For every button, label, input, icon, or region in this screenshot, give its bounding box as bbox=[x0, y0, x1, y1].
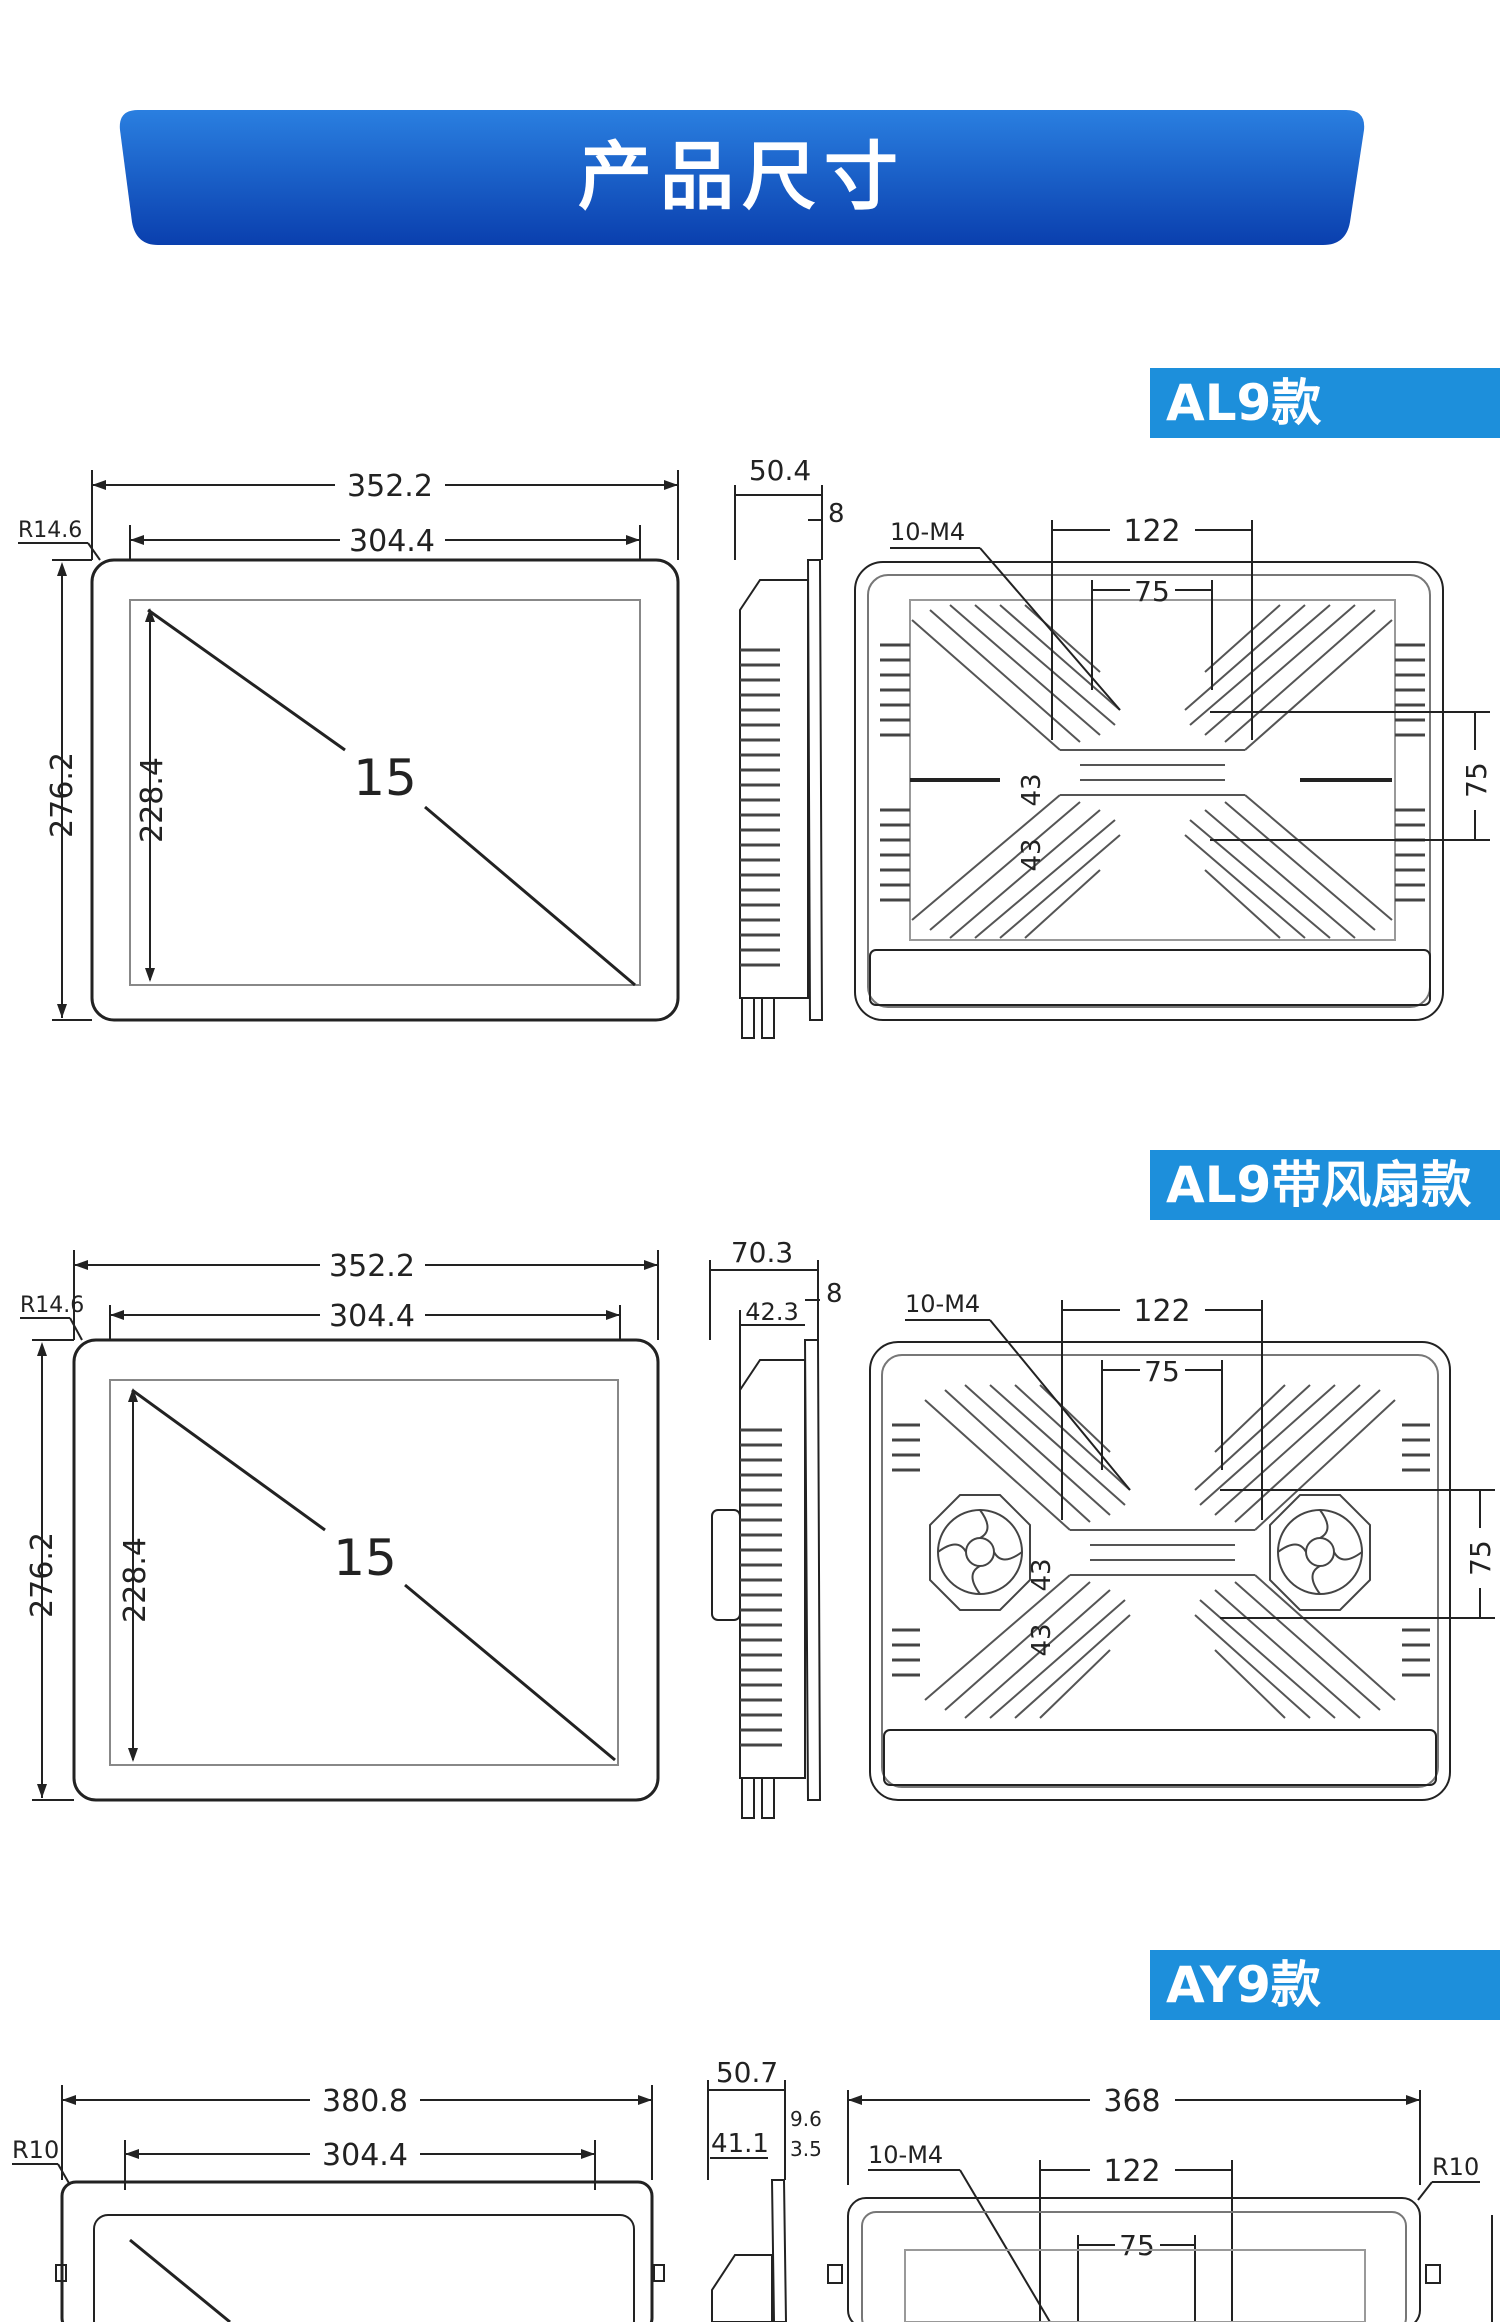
back-view: 10-M4 122 75 43 43 75 bbox=[869, 1290, 1497, 1801]
front-width-label: 352.2 bbox=[329, 1249, 415, 1284]
drawing-al9-fan: 352.2 304.4 R14.6 276.2 228.4 15 70.3 42… bbox=[0, 1230, 1500, 1830]
side-view: 50.7 41.1 9.6 3.5 bbox=[707, 2056, 822, 2322]
front-view: 352.2 304.4 R14.6 276.2 228.4 15 bbox=[20, 1249, 660, 1802]
back-h-inner-label: 75 bbox=[1119, 2229, 1155, 2262]
front-height-label: 276.2 bbox=[45, 752, 80, 838]
back-v-a-label: 43 bbox=[1017, 773, 1047, 806]
back-holes-label: 10-M4 bbox=[905, 1290, 980, 1318]
model-tag-ay9: AY9款 bbox=[1150, 1950, 1500, 2020]
front-radius-label: R14.6 bbox=[18, 518, 82, 543]
side-bezel-label: 8 bbox=[826, 1279, 843, 1309]
back-h-inner-label: 75 bbox=[1134, 575, 1170, 608]
back-radius-label: R10 bbox=[1432, 2153, 1479, 2181]
front-inner-width-label: 304.4 bbox=[349, 524, 435, 559]
screen-diagonal-label: 15 bbox=[333, 1529, 397, 1587]
back-view: 368 10-M4 122 75 R10 bbox=[827, 2084, 1493, 2322]
back-view: 10-M4 122 75 43 43 75 bbox=[854, 514, 1493, 1021]
back-h-spacing-label: 122 bbox=[1103, 2154, 1160, 2189]
side-inner-depth-label: 42.3 bbox=[745, 1298, 798, 1326]
side-bezel-label: 8 bbox=[828, 499, 845, 529]
back-h-spacing-label: 122 bbox=[1123, 514, 1180, 549]
section-title-banner: 产品尺寸 bbox=[118, 110, 1366, 245]
back-heatsink-fins bbox=[924, 1384, 1396, 1719]
front-radius-label: R10 bbox=[12, 2136, 59, 2164]
side-top-label: 9.6 bbox=[790, 2107, 822, 2131]
side-fins bbox=[740, 1428, 782, 1747]
page-title: 产品尺寸 bbox=[578, 134, 906, 220]
drawing-al9: 352.2 304.4 R14.6 276.2 228.4 15 50.4 8 bbox=[0, 450, 1500, 1050]
back-holes-label: 10-M4 bbox=[868, 2141, 943, 2169]
back-h-spacing-label: 122 bbox=[1133, 1294, 1190, 1329]
side-view: 50.4 8 bbox=[734, 454, 845, 1039]
back-v-right-label: 75 bbox=[1460, 762, 1493, 798]
front-radius-label: R14.6 bbox=[20, 1293, 84, 1318]
back-width-label: 368 bbox=[1103, 2084, 1160, 2119]
fan-left-icon bbox=[929, 1494, 1031, 1611]
front-inner-width-label: 304.4 bbox=[322, 2138, 408, 2173]
model-tag-al9: AL9款 bbox=[1150, 368, 1500, 438]
back-side-fins bbox=[892, 1423, 1430, 1677]
back-v-b-label: 43 bbox=[1017, 838, 1047, 871]
side-fins bbox=[740, 648, 780, 967]
side-view: 70.3 42.3 8 bbox=[709, 1236, 843, 1819]
side-depth-label: 50.7 bbox=[716, 2056, 778, 2089]
front-width-label: 352.2 bbox=[347, 469, 433, 504]
banner-shape bbox=[119, 110, 1365, 245]
back-side-fins bbox=[880, 643, 1425, 902]
back-heatsink-fins bbox=[911, 604, 1393, 939]
side-depth-label: 50.4 bbox=[749, 454, 811, 487]
side-bezel-label: 3.5 bbox=[790, 2137, 822, 2161]
side-depth-label: 70.3 bbox=[731, 1236, 793, 1269]
screen-diagonal-label: 15 bbox=[353, 749, 417, 807]
front-inner-height-label: 228.4 bbox=[118, 1537, 153, 1623]
back-v-right-label: 75 bbox=[1464, 1540, 1497, 1576]
back-v-b-label: 43 bbox=[1027, 1623, 1057, 1656]
front-view: 352.2 304.4 R14.6 276.2 228.4 15 bbox=[18, 469, 680, 1022]
back-v-a-label: 43 bbox=[1027, 1558, 1057, 1591]
front-inner-width-label: 304.4 bbox=[329, 1299, 415, 1334]
front-height-label: 276.2 bbox=[25, 1532, 60, 1618]
front-inner-height-label: 228.4 bbox=[135, 757, 170, 843]
fan-right-icon bbox=[1269, 1494, 1371, 1611]
side-inner-depth-label: 41.1 bbox=[711, 2129, 769, 2159]
front-width-label: 380.8 bbox=[322, 2084, 408, 2119]
back-h-inner-label: 75 bbox=[1144, 1355, 1180, 1388]
back-holes-label: 10-M4 bbox=[890, 518, 965, 546]
drawing-ay9: 380.8 304.4 R10 50.7 41.1 9.6 3.5 368 10… bbox=[0, 2040, 1500, 2322]
front-view: 380.8 304.4 R10 bbox=[12, 2084, 665, 2322]
model-tag-al9-fan: AL9带风扇款 bbox=[1150, 1150, 1500, 1220]
